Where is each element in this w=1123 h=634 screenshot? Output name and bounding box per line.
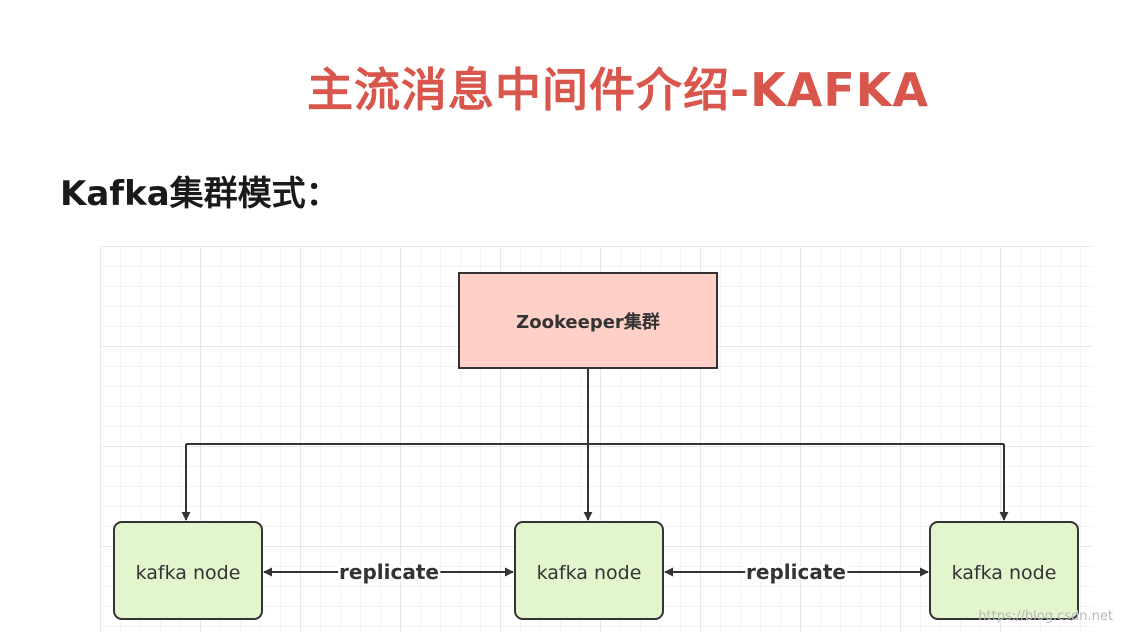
zookeeper-box <box>458 272 718 369</box>
kafka-node-1-label: kafka node <box>136 562 241 584</box>
section-heading: Kafka集群模式： <box>60 174 340 214</box>
slide-title: 主流消息中间件介绍-KAFKA <box>306 63 929 117</box>
watermark: https://blog.csdn.net <box>978 609 1113 624</box>
kafka-node-3-label: kafka node <box>952 562 1057 584</box>
replicate-label-1: replicate <box>339 560 439 584</box>
replicate-label-2: replicate <box>746 560 846 584</box>
kafka-node-2-label: kafka node <box>537 562 642 584</box>
kafka-node-1 <box>113 521 263 620</box>
kafka-node-3 <box>929 521 1079 620</box>
zookeeper-label: Zookeeper集群 <box>516 311 660 333</box>
kafka-node-2 <box>514 521 664 620</box>
